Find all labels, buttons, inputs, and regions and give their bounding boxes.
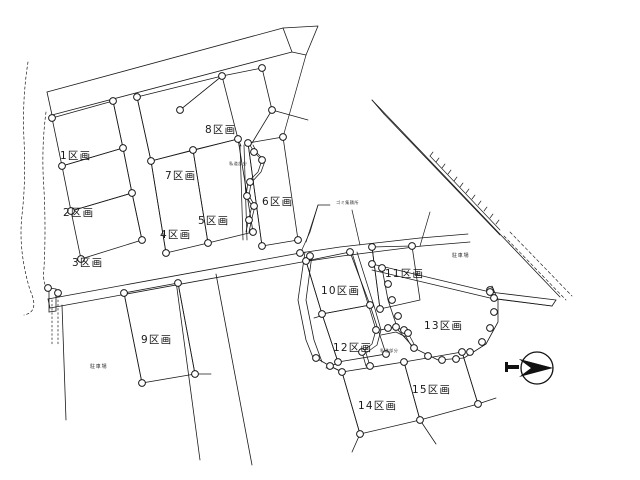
west-dotted-lower <box>51 299 59 346</box>
lot-label-4: 4区画 <box>160 229 192 241</box>
parking-west-lines <box>61 273 253 466</box>
lot-label-12: 12区画 <box>333 342 373 354</box>
annotation-private-road-south: 私道部分 <box>380 348 399 353</box>
lot-8-outline <box>179 67 273 147</box>
lot-13-boundary <box>381 267 499 361</box>
lot-label-10: 10区画 <box>321 285 361 297</box>
annotation-private-road-north: 私道部分 <box>229 161 248 166</box>
north-strip <box>46 25 319 116</box>
annotation-refuse-station: ゴミ集積所 <box>336 200 359 205</box>
lot-label-6: 6区画 <box>262 196 294 208</box>
retaining-wall-hatch <box>429 151 501 231</box>
map-linework <box>20 25 573 466</box>
block-west-lots <box>51 100 143 260</box>
block-lots-14-15 <box>315 351 497 453</box>
lot-label-9: 9区画 <box>141 334 173 346</box>
retaining-wall-hatch-lower <box>503 231 573 301</box>
lot-label-2: 2区画 <box>63 207 95 219</box>
west-dashed-boundary <box>20 61 50 316</box>
lot-label-7: 7区画 <box>165 170 197 182</box>
lot-label-11: 11区画 <box>385 268 425 280</box>
compass-rose <box>505 351 554 385</box>
guide-lines <box>271 54 431 255</box>
lot-label-5: 5区画 <box>198 215 230 227</box>
lot-label-3: 3区画 <box>72 257 104 269</box>
south-connectors <box>297 251 339 369</box>
annotation-parking-east: 駐車場 <box>452 253 470 259</box>
lot-label-15: 15区画 <box>412 384 452 396</box>
lot-label-8: 8区画 <box>205 124 237 136</box>
annotation-parking-west: 駐車場 <box>90 364 108 370</box>
lot-label-1: 1区画 <box>60 150 92 162</box>
northeast-diagonals <box>371 99 561 298</box>
lot-label-14: 14区画 <box>358 400 398 412</box>
lot-label-13: 13区画 <box>424 320 464 332</box>
